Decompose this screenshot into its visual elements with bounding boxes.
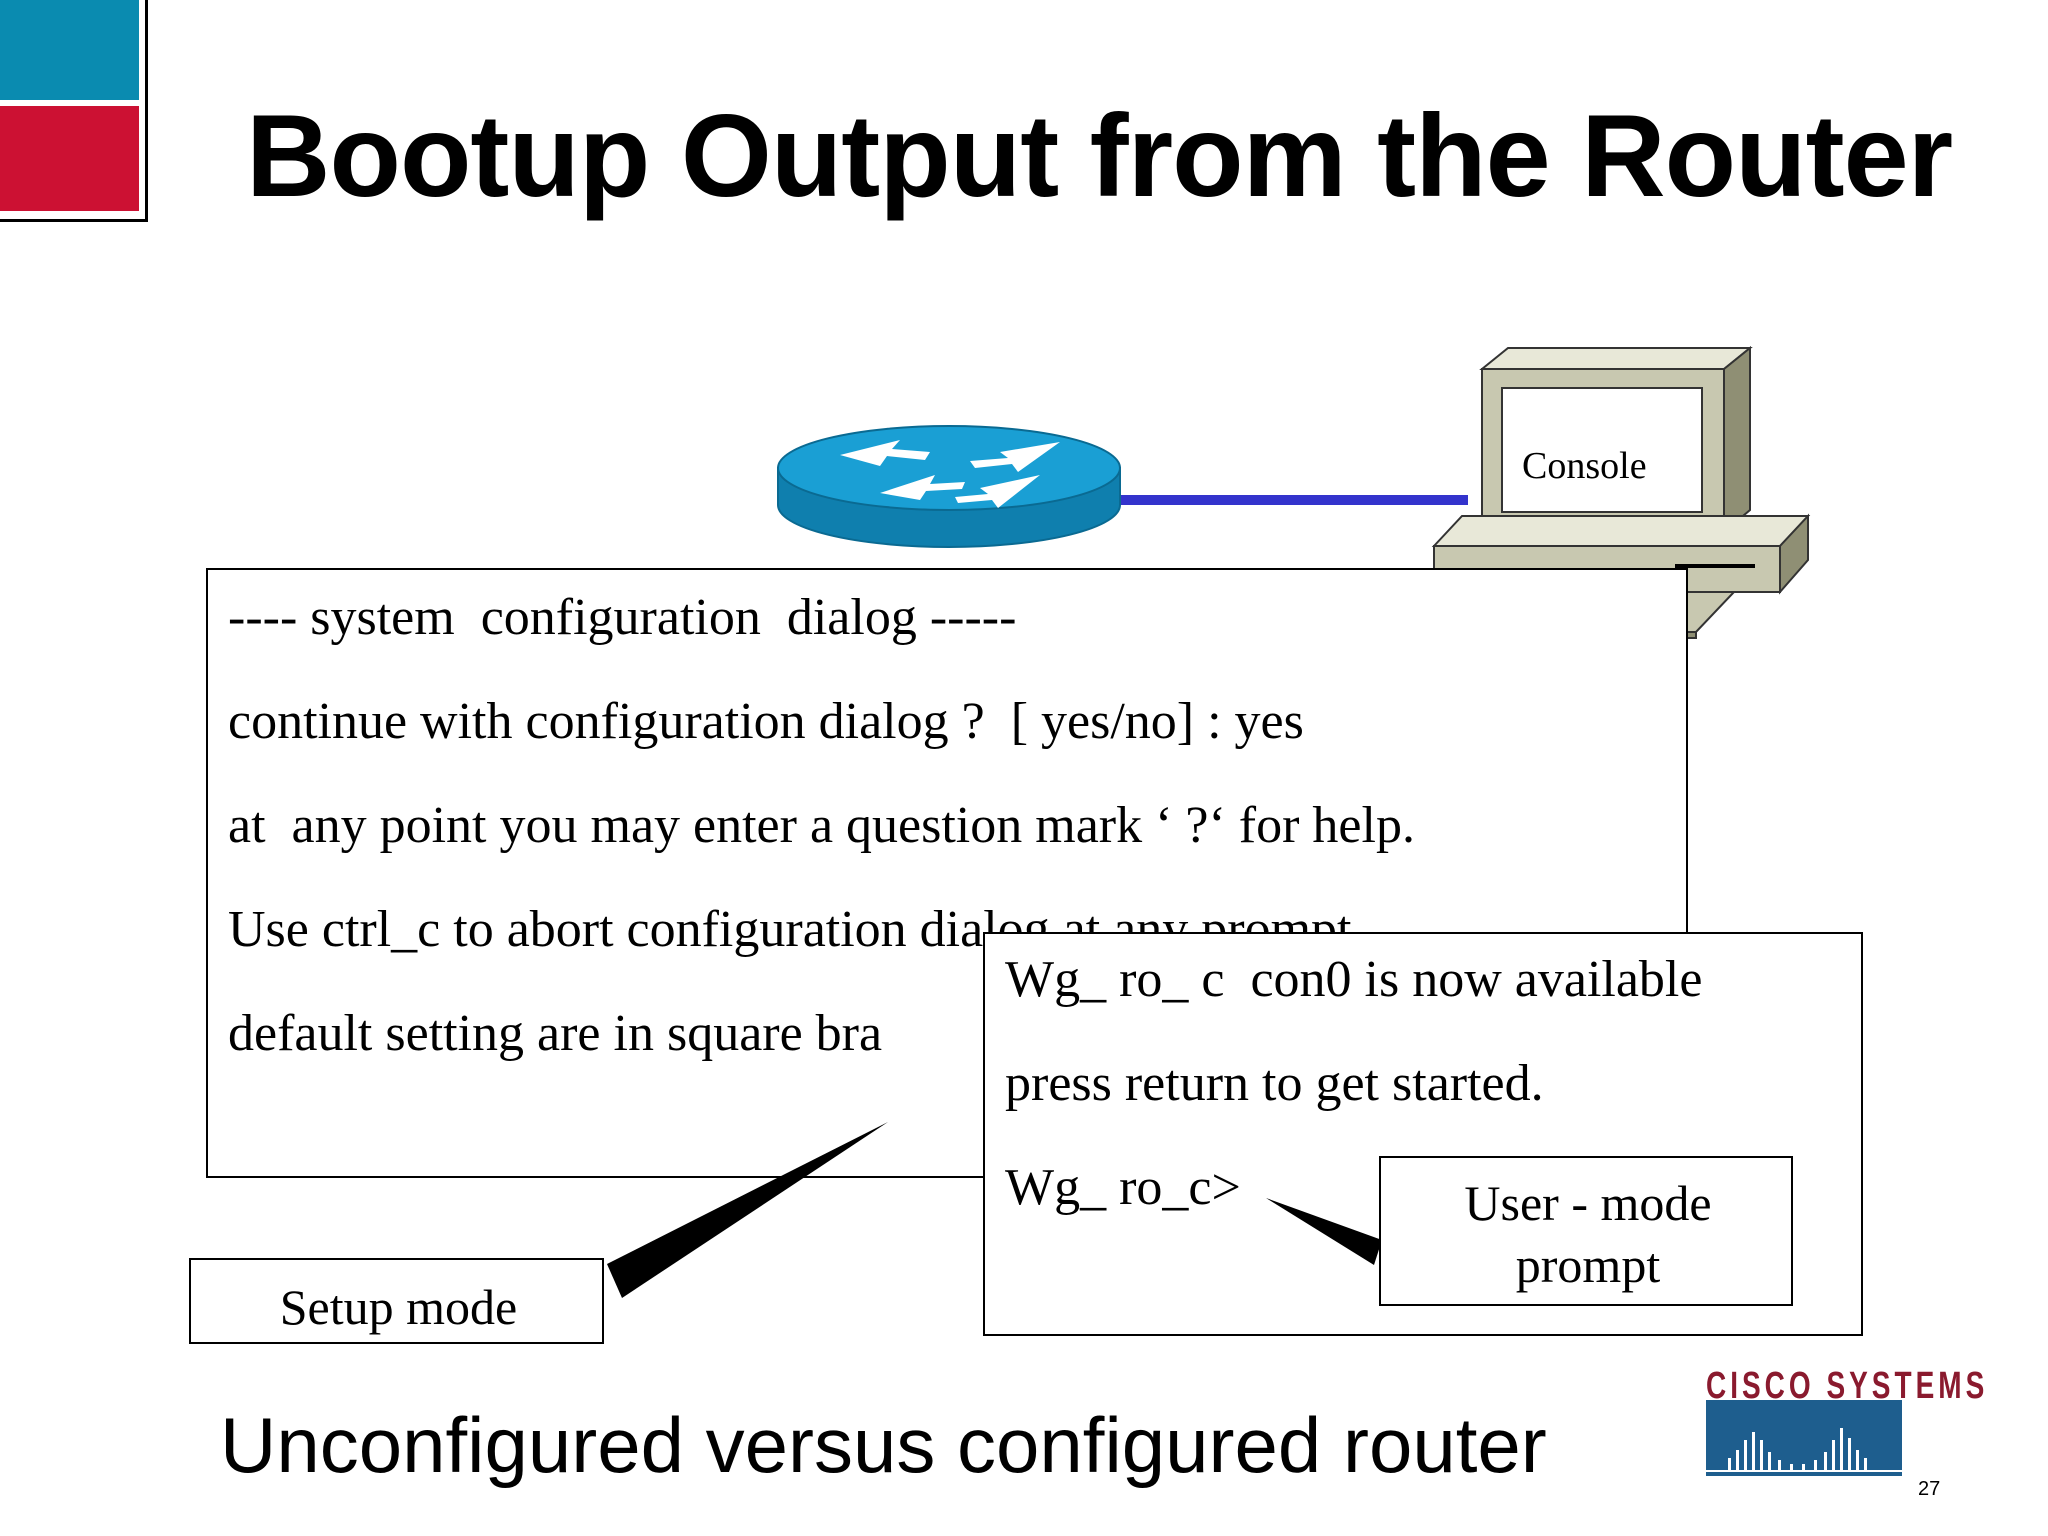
- page-number: 27: [1918, 1478, 1941, 1500]
- router-icon: [777, 425, 1121, 548]
- console-label: Console: [1522, 445, 1647, 487]
- cisco-logo-icon: CISCO SYSTEMS: [1706, 1364, 1989, 1406]
- setup-mode-pointer: [607, 1122, 888, 1298]
- user-mode-pointer: [1266, 1198, 1382, 1265]
- user-mode-line: Wg_ ro_ c con0 is now available: [1005, 951, 1703, 1008]
- corner-frame: [0, 0, 148, 222]
- setup-line: continue with configuration dialog ? [ y…: [228, 693, 1304, 750]
- prompt-label-line: prompt: [1515, 1237, 1661, 1293]
- corner-block-red: [0, 106, 139, 211]
- prompt-label-line: User - mode: [1464, 1175, 1712, 1231]
- setup-mode-callout: Setup mode: [189, 1258, 604, 1344]
- corner-block-blue: [0, 0, 139, 100]
- setup-line: ---- system configuration dialog -----: [228, 589, 1017, 646]
- user-mode-line: press return to get started.: [1005, 1055, 1544, 1112]
- cisco-bridge-graphic: [1706, 1400, 1902, 1476]
- user-mode-line: Wg_ ro_c>: [1005, 1159, 1241, 1216]
- user-mode-prompt-callout: User - mode prompt: [1379, 1156, 1793, 1306]
- setup-line: at any point you may enter a question ma…: [228, 797, 1415, 854]
- slide-subtitle: Unconfigured versus configured router: [220, 1401, 1547, 1489]
- setup-line: default setting are in square bra: [228, 1005, 883, 1062]
- slide-title: Bootup Output from the Router: [246, 90, 1953, 221]
- setup-mode-label: Setup mode: [279, 1279, 518, 1335]
